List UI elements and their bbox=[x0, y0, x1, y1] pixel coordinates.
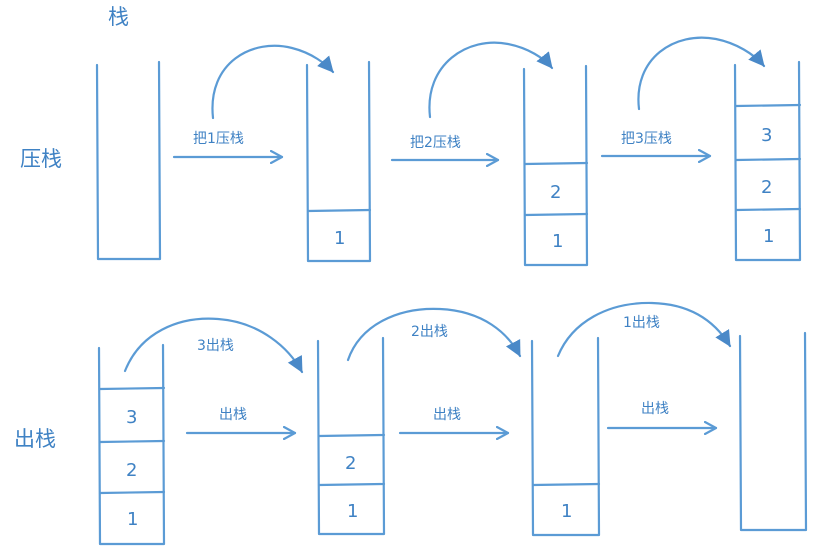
push-stack-1-cell-1: 1 bbox=[334, 228, 345, 249]
push-stack-3-cell-1: 1 bbox=[763, 226, 774, 247]
pop-stack-one-cell-1: 1 bbox=[561, 501, 572, 522]
push-stack-2: 1 2 bbox=[522, 64, 589, 267]
pop-step-3-label: 出栈 bbox=[641, 401, 669, 417]
push-step-2: 把2压栈 bbox=[390, 41, 554, 160]
pop-step-3: 出栈 1出栈 bbox=[556, 301, 732, 428]
diagram-title: 栈 bbox=[108, 5, 129, 29]
pop-stack-two-cell-2: 2 bbox=[345, 453, 356, 474]
push-stack-2-cell-1: 1 bbox=[552, 231, 563, 252]
push-stack-3-cell-2: 2 bbox=[761, 177, 772, 198]
push-stack-2-cell-2: 2 bbox=[550, 182, 561, 203]
pop-row-label: 出栈 bbox=[14, 427, 56, 451]
pop-step-2-label: 出栈 bbox=[433, 407, 461, 423]
push-stack-1: 1 bbox=[305, 60, 372, 263]
push-stack-empty bbox=[95, 60, 162, 261]
pop-step-2: 出栈 2出栈 bbox=[346, 307, 522, 433]
pop-stack-full-cell-1: 1 bbox=[127, 509, 138, 530]
pop-step-3-curve-label: 1出栈 bbox=[623, 315, 660, 331]
push-step-1: 把1压栈 bbox=[172, 44, 335, 157]
pop-stack-full-cell-2: 2 bbox=[126, 460, 137, 481]
push-row-label: 压栈 bbox=[20, 147, 62, 171]
pop-step-1-curve-label: 3出栈 bbox=[197, 338, 234, 354]
pop-stack-two-cell-1: 1 bbox=[347, 501, 358, 522]
pop-stack-full: 1 2 3 bbox=[97, 343, 166, 546]
push-stack-3-cell-3: 3 bbox=[761, 125, 772, 146]
push-step-3-label: 把3压栈 bbox=[621, 131, 672, 147]
pop-stack-two: 1 2 bbox=[316, 336, 386, 536]
pop-stack-one: 1 bbox=[530, 336, 601, 537]
pop-step-1-label: 出栈 bbox=[219, 407, 247, 423]
push-step-1-label: 把1压栈 bbox=[193, 131, 244, 147]
pop-step-1: 出栈 3出栈 bbox=[123, 317, 304, 433]
pop-stack-empty bbox=[738, 331, 808, 532]
push-step-3: 把3压栈 bbox=[600, 36, 766, 156]
push-stack-3: 1 2 3 bbox=[733, 60, 802, 262]
pop-stack-full-cell-3: 3 bbox=[126, 407, 137, 428]
pop-step-2-curve-label: 2出栈 bbox=[411, 324, 448, 340]
push-step-2-label: 把2压栈 bbox=[410, 135, 461, 151]
